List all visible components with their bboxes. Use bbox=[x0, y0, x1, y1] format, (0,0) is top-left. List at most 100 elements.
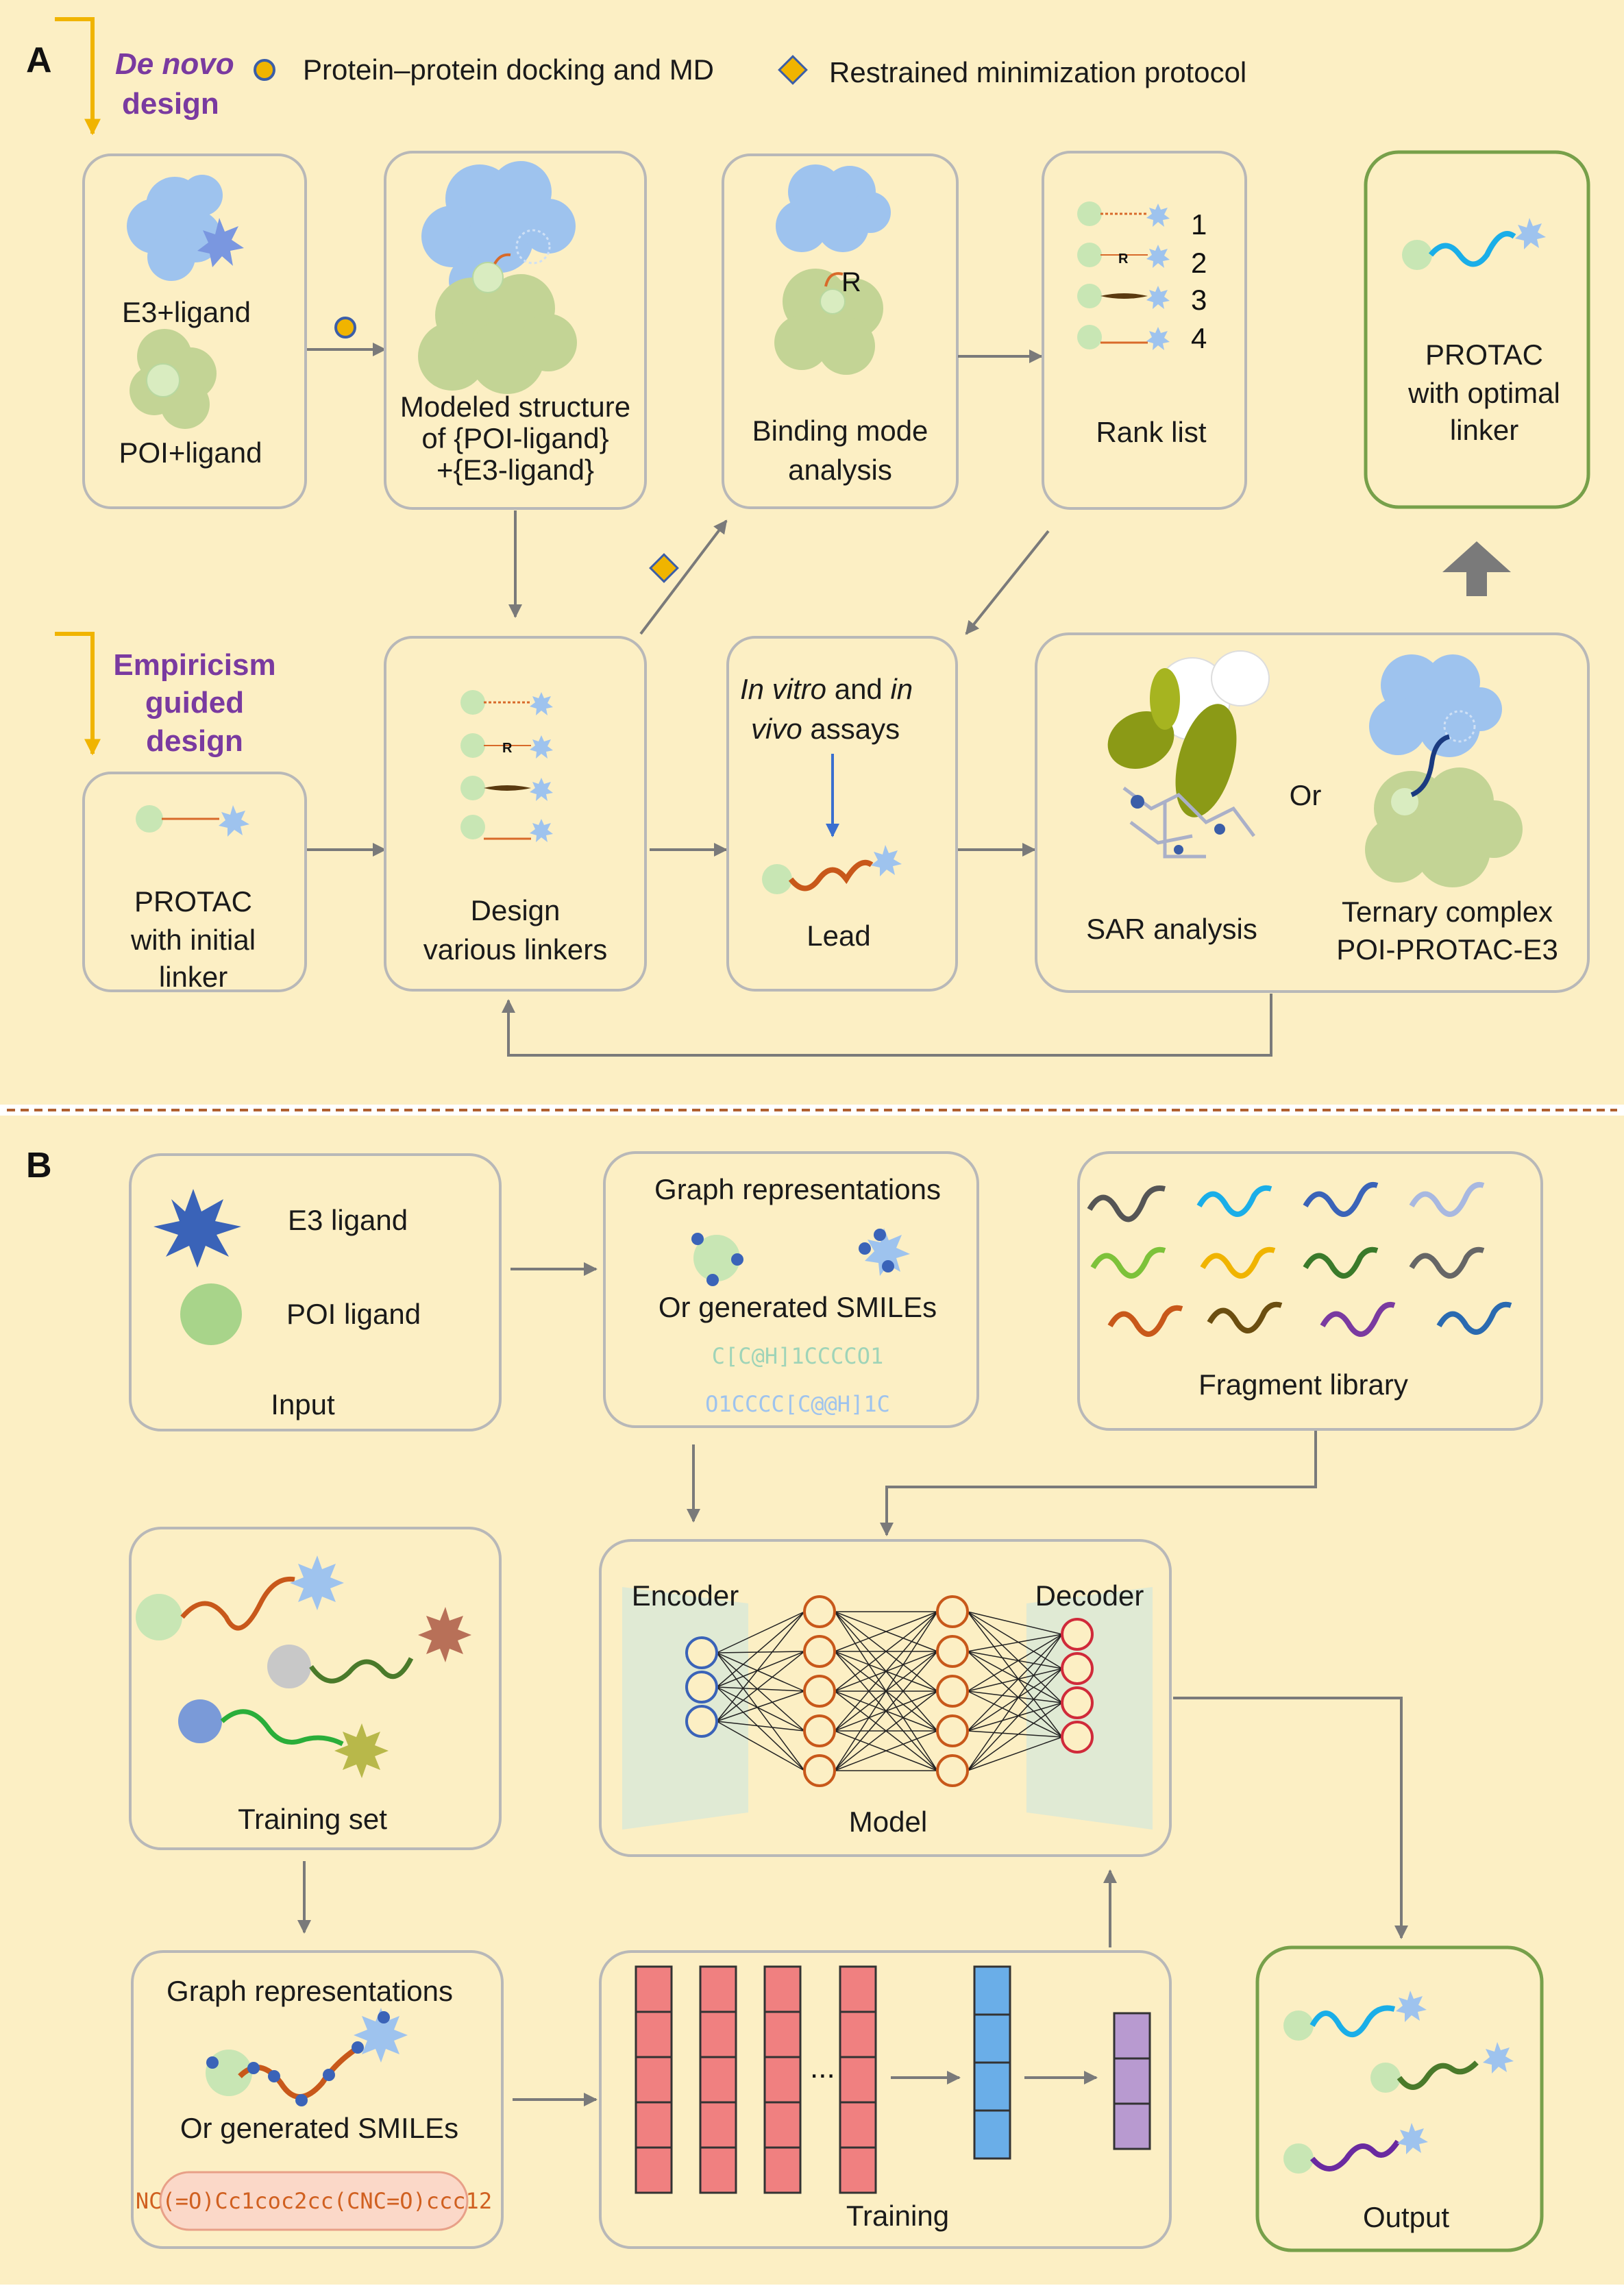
neural-network-icon bbox=[685, 1595, 1094, 1787]
nn-edge bbox=[716, 1651, 805, 1653]
design-poi-1 bbox=[460, 690, 485, 715]
graph-node-3 bbox=[706, 1274, 719, 1286]
nn-node bbox=[685, 1636, 718, 1669]
nn-edge bbox=[967, 1668, 1063, 1692]
de-novo-label: De novo bbox=[115, 47, 234, 81]
nn-edge bbox=[967, 1611, 1063, 1635]
output-star-2 bbox=[1483, 2042, 1514, 2074]
smiles-e3-text: O1CCCC[C@@H]1C bbox=[705, 1391, 890, 1417]
nn-edge bbox=[834, 1611, 938, 1771]
complex-linker-icon bbox=[493, 253, 511, 265]
nn-edge bbox=[716, 1651, 805, 1722]
training-bar-cell bbox=[699, 2010, 737, 2058]
nn-node bbox=[936, 1635, 969, 1668]
fragment-icon-4 bbox=[1409, 1182, 1485, 1217]
fragment-icon-10 bbox=[1207, 1301, 1283, 1333]
complex-poi-ligand-icon bbox=[472, 262, 504, 293]
training-bar-cell bbox=[699, 1965, 737, 2013]
assay-label-line2: vivo assays bbox=[751, 713, 900, 745]
nn-edge bbox=[716, 1611, 805, 1722]
ternary-label-2: POI-PROTAC-E3 bbox=[1336, 933, 1558, 965]
design-label-1: Design bbox=[471, 894, 561, 926]
nn-edge bbox=[716, 1686, 805, 1692]
lead-poi-icon bbox=[762, 864, 792, 894]
graph2-node-5 bbox=[323, 2069, 335, 2081]
nn-edge bbox=[716, 1686, 805, 1771]
nn-node bbox=[1061, 1686, 1094, 1719]
protac-optimal-label-3: linker bbox=[1450, 414, 1518, 446]
encoder-label: Encoder bbox=[632, 1579, 739, 1612]
nn-edge bbox=[967, 1611, 1063, 1703]
fragment-icon-11 bbox=[1320, 1302, 1396, 1337]
protac-initial-box bbox=[82, 772, 307, 992]
legend-diamond-label: Restrained minimization protocol bbox=[829, 56, 1246, 88]
nn-edge bbox=[834, 1611, 938, 1732]
output-linker-3 bbox=[1309, 2139, 1401, 2172]
graph2-node-2 bbox=[247, 2062, 260, 2074]
training-bar-cell bbox=[763, 2010, 802, 2058]
optimal-linker-icon bbox=[1428, 231, 1516, 267]
training-bar-cell bbox=[973, 1965, 1011, 2016]
complex-e3-ligand-icon bbox=[515, 229, 551, 265]
empiricism-gold-arrow bbox=[55, 632, 101, 756]
output-poi-3 bbox=[1283, 2143, 1314, 2174]
output-linker-1 bbox=[1309, 2005, 1396, 2037]
graph-rep-label: Graph representations bbox=[654, 1173, 941, 1205]
nn-edge bbox=[967, 1690, 1063, 1703]
rank-poi-icon bbox=[1077, 201, 1102, 226]
output-box bbox=[1255, 1945, 1544, 2252]
nn-node bbox=[685, 1671, 718, 1703]
empiricism-label-2: guided bbox=[145, 686, 244, 719]
fragment-icons bbox=[1087, 1182, 1512, 1337]
modeled-label-3: +{E3-ligand} bbox=[436, 454, 594, 486]
or-smiles-label-2: Or generated SMILEs bbox=[180, 2112, 458, 2144]
rank-star-3 bbox=[1146, 286, 1170, 309]
nn-edge bbox=[967, 1730, 1063, 1738]
binding-e3-icon bbox=[776, 164, 891, 252]
nn-node bbox=[1061, 1618, 1094, 1651]
graph2-e3-icon bbox=[354, 2008, 408, 2063]
fragment-icon-3 bbox=[1303, 1182, 1379, 1217]
and-text: and bbox=[826, 673, 890, 705]
training-bar-cell bbox=[839, 2056, 877, 2104]
graph-representation-box bbox=[603, 1151, 979, 1428]
design-star-2 bbox=[530, 735, 553, 759]
lead-label: Lead bbox=[807, 920, 870, 952]
graph-rep-label-2: Graph representations bbox=[167, 1975, 453, 2007]
e3-ligand-icon bbox=[153, 1189, 241, 1268]
design-linkers-box bbox=[384, 636, 647, 992]
nn-edge bbox=[834, 1611, 938, 1652]
design-linker-3 bbox=[484, 785, 531, 791]
binding-poi-icon bbox=[774, 269, 883, 375]
e3-ligand-text: E3 ligand bbox=[288, 1204, 408, 1236]
ternary-complex-icon bbox=[1365, 654, 1523, 887]
training-bar-cell bbox=[1113, 2102, 1151, 2150]
graph-node-4 bbox=[859, 1242, 871, 1255]
training-bar-cell bbox=[1113, 2057, 1151, 2105]
nn-edge bbox=[967, 1690, 1063, 1738]
nn-node bbox=[1061, 1721, 1094, 1754]
training-bar-cell bbox=[973, 2109, 1011, 2160]
fragment-icon-6 bbox=[1200, 1246, 1276, 1279]
training-bar-cell bbox=[635, 2146, 673, 2194]
lead-linker-icon bbox=[788, 859, 874, 891]
training-bar-cell bbox=[973, 2013, 1011, 2064]
poi-ligand-icon bbox=[180, 1283, 242, 1345]
training-bar-cell bbox=[973, 2061, 1011, 2112]
output-star-3 bbox=[1397, 2123, 1428, 2154]
graph-node-2 bbox=[731, 1253, 743, 1266]
training-bar-cell bbox=[699, 2101, 737, 2149]
lead-star-icon bbox=[871, 845, 902, 876]
arrow-model-to-output bbox=[1173, 1697, 1408, 1939]
rank-r-label: R bbox=[1118, 251, 1129, 267]
input-label: Input bbox=[271, 1388, 335, 1420]
training-linker-1 bbox=[180, 1576, 295, 1631]
nn-node bbox=[803, 1635, 836, 1668]
ligand-star-icon bbox=[1146, 204, 1170, 227]
fragment-icon-2 bbox=[1196, 1185, 1272, 1217]
graph-poi-icon bbox=[693, 1235, 740, 1281]
graph2-node-1 bbox=[206, 2056, 219, 2069]
fragment-icon-9 bbox=[1107, 1305, 1183, 1337]
nn-edge bbox=[967, 1651, 1063, 1738]
